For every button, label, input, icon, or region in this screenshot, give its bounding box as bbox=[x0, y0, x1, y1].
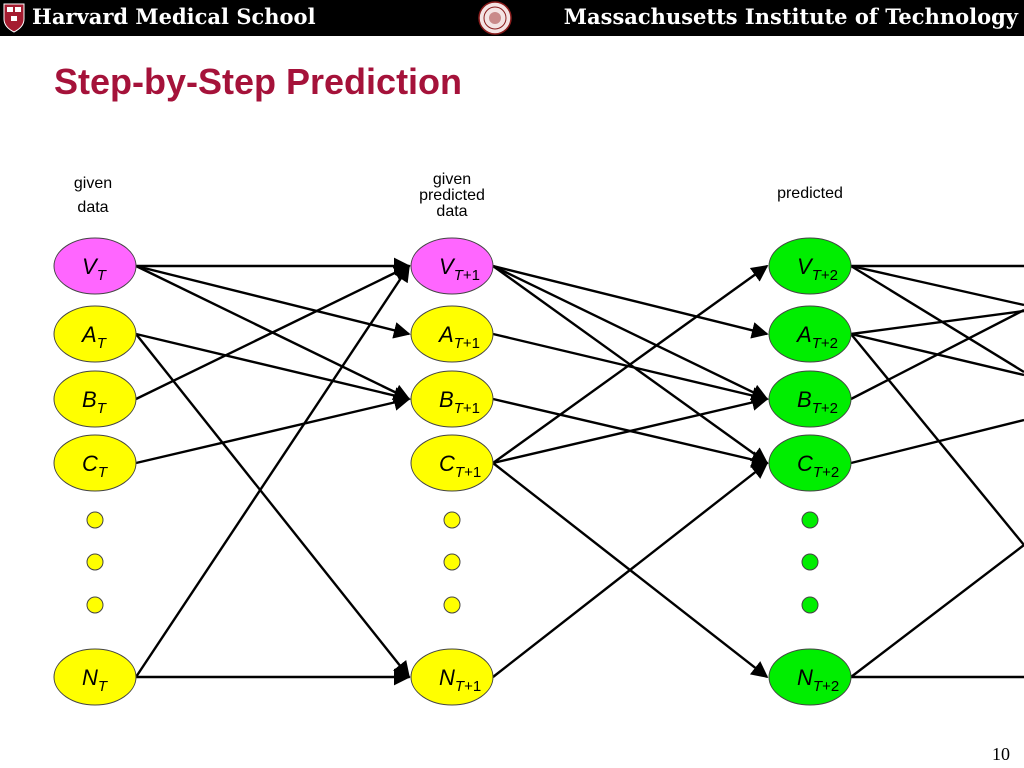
node-label: CT+1 bbox=[439, 451, 481, 481]
harvard-medical-school-label: Harvard Medical School bbox=[32, 4, 316, 29]
mit-seal-icon bbox=[478, 1, 512, 35]
edge-Bt2-outgoing bbox=[850, 308, 1024, 401]
node-label: NT+2 bbox=[797, 665, 839, 695]
edge-Vt2-outgoing bbox=[850, 264, 1024, 307]
node-ellipse bbox=[53, 648, 137, 706]
node-ellipse bbox=[410, 305, 494, 363]
node-label: VT+1 bbox=[439, 254, 480, 284]
node-c-col1: CT+1 bbox=[410, 434, 494, 492]
node-ellipse bbox=[410, 648, 494, 706]
node-a-col1: AT+1 bbox=[410, 305, 494, 363]
ellipsis-dot bbox=[443, 511, 461, 529]
node-b-col2: BT+2 bbox=[768, 370, 852, 428]
edge-At2-outgoing bbox=[850, 309, 1024, 336]
node-b-col1: BT+1 bbox=[410, 370, 494, 428]
ellipsis-dot bbox=[801, 596, 819, 614]
ellipsis-dot bbox=[443, 553, 461, 571]
node-label: NT+1 bbox=[439, 665, 481, 695]
node-v-col0: VT bbox=[53, 237, 137, 295]
page-number: 10 bbox=[992, 744, 1010, 764]
node-ellipse bbox=[768, 370, 852, 428]
node-n-col0: NT bbox=[53, 648, 137, 706]
edge-Vt-to-At1 bbox=[135, 264, 411, 339]
node-ellipse bbox=[768, 648, 852, 706]
node-v-col2: VT+2 bbox=[768, 237, 852, 295]
edge-Vt1-to-At2 bbox=[492, 264, 769, 339]
ellipsis-dot bbox=[443, 596, 461, 614]
slide-title: Step-by-Step Prediction bbox=[54, 61, 463, 102]
edge-Ct1-to-Vt2 bbox=[492, 265, 769, 464]
node-label: BT bbox=[82, 387, 108, 417]
ellipsis-dot bbox=[86, 596, 104, 614]
header-bar: Harvard Medical School Massachusetts Ins… bbox=[0, 0, 1024, 36]
node-label: VT+2 bbox=[797, 254, 838, 284]
node-ellipse bbox=[410, 237, 494, 295]
node-label: NT bbox=[82, 665, 109, 695]
node-ellipse bbox=[410, 370, 494, 428]
edge-At-to-Nt1 bbox=[135, 333, 411, 679]
node-label: AT+2 bbox=[795, 322, 838, 352]
edge-Nt1-to-Ct2 bbox=[492, 461, 769, 678]
node-ellipse bbox=[53, 370, 137, 428]
node-label: AT bbox=[80, 322, 108, 352]
ellipsis-dot bbox=[86, 511, 104, 529]
node-b-col0: BT bbox=[53, 370, 137, 428]
ellipsis-dot bbox=[86, 553, 104, 571]
node-n-col1: NT+1 bbox=[410, 648, 494, 706]
node-ellipse bbox=[768, 305, 852, 363]
edge-Ct-to-Bt1 bbox=[135, 394, 411, 465]
node-v-col1: VT+1 bbox=[410, 237, 494, 295]
node-a-col0: AT bbox=[53, 305, 137, 363]
edge-At1-to-Bt2 bbox=[492, 332, 769, 404]
node-label: BT+2 bbox=[797, 387, 838, 417]
node-label: VT bbox=[82, 254, 108, 284]
node-n-col2: NT+2 bbox=[768, 648, 852, 706]
edge-group bbox=[135, 257, 1024, 686]
node-ellipse bbox=[768, 434, 852, 492]
edge-Bt-to-Vt1 bbox=[135, 264, 411, 401]
node-label: CT bbox=[82, 451, 109, 481]
node-ellipse bbox=[53, 434, 137, 492]
edge-At2-outgoing-extra bbox=[850, 333, 1024, 546]
node-label: AT+1 bbox=[437, 322, 480, 352]
node-ellipse bbox=[768, 237, 852, 295]
column-label-given-predicted-data: given predicted data bbox=[419, 171, 485, 220]
edge-Vt1-to-Bt2 bbox=[492, 264, 769, 401]
column-label-given-data: given data bbox=[73, 175, 113, 216]
edge-Nt-to-Vt1 bbox=[135, 264, 410, 678]
edge-Nt2-outgoing bbox=[850, 544, 1024, 678]
edge-At-to-Bt1 bbox=[135, 332, 411, 404]
node-ellipse bbox=[53, 305, 137, 363]
ellipsis-dot bbox=[801, 511, 819, 529]
node-ellipse bbox=[410, 434, 494, 492]
edge-Ct1-to-Bt2 bbox=[492, 394, 769, 465]
ellipsis-dot bbox=[801, 553, 819, 571]
node-label: BT+1 bbox=[439, 387, 480, 417]
node-c-col2: CT+2 bbox=[768, 434, 852, 492]
column-label-predicted: predicted bbox=[777, 185, 843, 202]
mit-label: Massachusetts Institute of Technology bbox=[563, 4, 1018, 29]
harvard-shield-icon bbox=[3, 3, 25, 33]
node-group: VT AT BT CT NT VT+1AT+1BT+1CT+1NT+1 VT+2AT+2BT… bbox=[53, 237, 852, 706]
node-a-col2: AT+2 bbox=[768, 305, 852, 363]
node-ellipse bbox=[53, 237, 137, 295]
edge-Vt2-outgoing bbox=[850, 264, 1024, 374]
node-c-col0: CT bbox=[53, 434, 137, 492]
edge-Ct2-outgoing bbox=[850, 418, 1024, 465]
node-label: CT+2 bbox=[797, 451, 839, 481]
